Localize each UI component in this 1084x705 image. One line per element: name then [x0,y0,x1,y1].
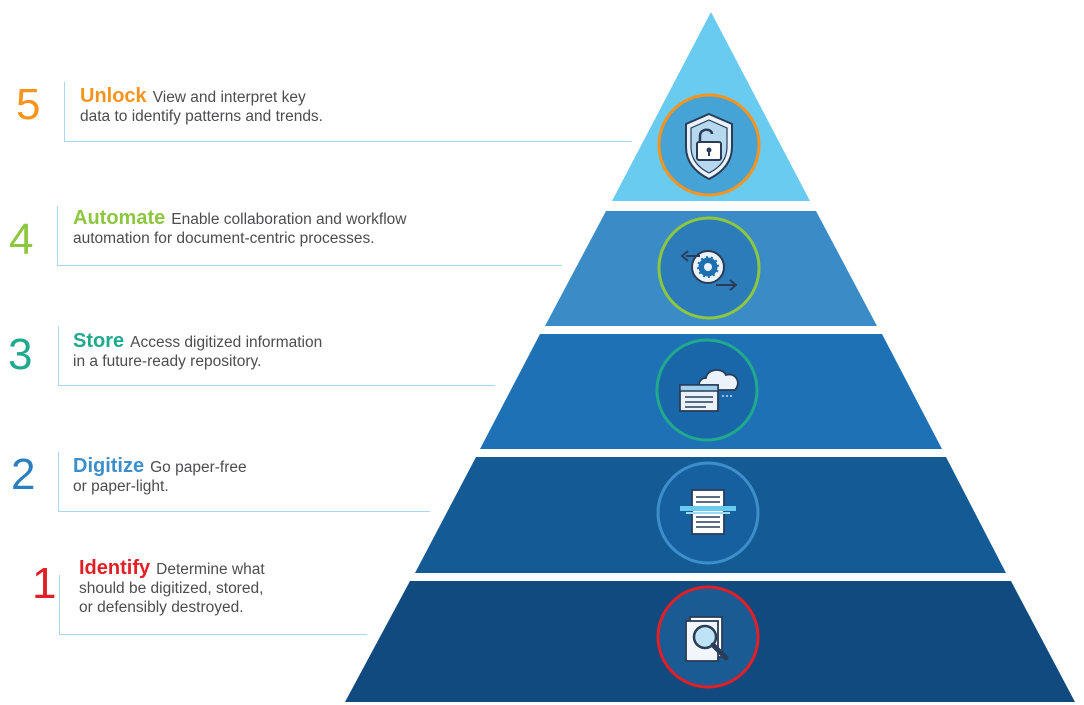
step-number: 2 [11,450,36,499]
step-description-line3: or defensibly destroyed. [79,599,244,616]
magnifier-document-icon [656,585,760,689]
shield-lock-icon [657,93,761,197]
step-title: Unlock [80,85,147,107]
connector-horizontal [64,141,632,142]
connector-horizontal [58,385,495,386]
step-description-line2: automation for document-centric processe… [73,230,375,247]
step-text: Digitize Go paper-free or paper-light. [73,455,247,496]
step-text: Automate Enable collaboration and workflo… [73,207,407,248]
cloud-repository-icon [655,338,759,442]
connector-vertical [58,326,59,385]
step-description-line1: Access digitized information [130,334,323,351]
step-description-line1: Go paper-free [150,459,247,476]
step-text: Store Access digitized information in a f… [73,330,323,371]
gear-workflow-icon [657,216,761,320]
step-description-line2: should be digitized, stored, [79,580,264,597]
step-title: Store [73,330,125,352]
connector-vertical [59,575,60,634]
step-number: 5 [16,80,41,129]
step-description-line1: Enable collaboration and workflow [171,211,407,228]
step-text: Identify Determine what should be digitiz… [79,557,265,617]
connector-vertical [64,82,65,141]
step-number: 4 [9,215,34,264]
connector-horizontal [59,634,367,635]
step-description-line2: or paper-light. [73,478,169,495]
connector-horizontal [58,511,430,512]
connector-vertical [57,206,58,265]
step-description-line2: data to identify patterns and trends. [80,108,323,125]
connector-horizontal [57,265,562,266]
step-title: Automate [73,207,166,229]
step-title: Digitize [73,455,145,477]
step-description-line1: View and interpret key [152,89,306,106]
step-description-line2: in a future-ready repository. [73,353,262,370]
step-description-line1: Determine what [156,561,265,578]
step-text: Unlock View and interpret key data to ide… [80,85,323,126]
step-number: 1 [32,559,57,608]
step-title: Identify [79,557,151,579]
scanner-document-icon [656,461,760,565]
step-number: 3 [8,330,33,379]
connector-vertical [58,452,59,511]
